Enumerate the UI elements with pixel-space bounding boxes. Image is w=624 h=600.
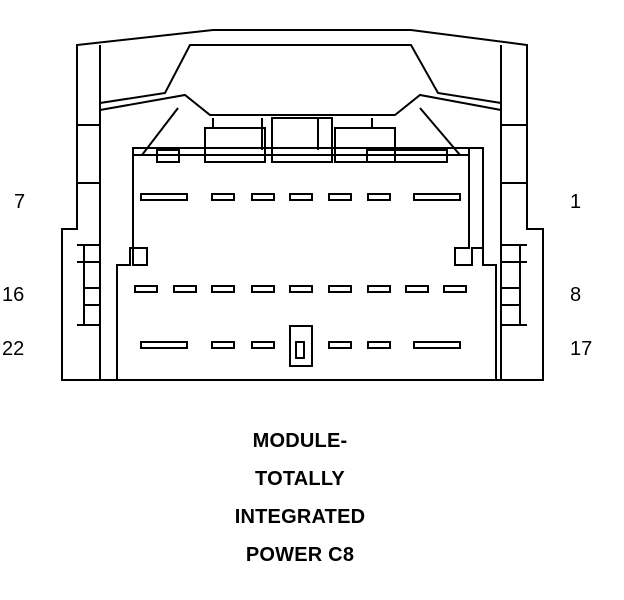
- center-polarization-key: [289, 325, 313, 367]
- pin-cavity-row3-1: [140, 341, 188, 349]
- top-terminal-2: [204, 127, 266, 163]
- pin-cavity-row1-7: [413, 193, 461, 201]
- center-key-slot: [295, 341, 305, 359]
- top-terminal-5: [366, 149, 448, 163]
- pin-cavity-row1-3: [251, 193, 275, 201]
- pin-label-17: 17: [570, 338, 593, 360]
- pin-cavity-row1-1: [140, 193, 188, 201]
- pin-cavity-row2-7: [367, 285, 391, 293]
- pin-cavity-row1-6: [367, 193, 391, 201]
- pin-cavity-row3-5: [367, 341, 391, 349]
- pin-label-1: 1: [570, 191, 582, 213]
- connector-title-line-3: INTEGRATED: [234, 506, 366, 528]
- connector-title-line-4: POWER C8: [245, 544, 355, 566]
- connector-title-line-2: TOTALLY: [255, 468, 345, 490]
- pin-cavity-row3-2: [211, 341, 235, 349]
- pin-cavity-row2-3: [211, 285, 235, 293]
- pin-cavity-row3-6: [413, 341, 461, 349]
- pin-cavity-row2-4: [251, 285, 275, 293]
- inner-cavity: [116, 147, 497, 380]
- pin-cavity-row2-5: [289, 285, 313, 293]
- pin-label-16: 16: [2, 284, 25, 306]
- pin-cavity-row3-4: [328, 341, 352, 349]
- pin-label-8: 8: [570, 284, 582, 306]
- pin-cavity-row2-8: [405, 285, 429, 293]
- pin-label-7: 7: [14, 191, 26, 213]
- top-terminal-detail: [212, 118, 373, 156]
- housing-outline: [61, 29, 544, 381]
- top-terminal-1: [156, 149, 180, 163]
- pin-cavity-group: [134, 193, 467, 349]
- pin-cavity-row1-4: [289, 193, 313, 201]
- pin-cavity-row1-5: [328, 193, 352, 201]
- pin-cavity-row2-9: [443, 285, 467, 293]
- pin-cavity-row3-3: [251, 341, 275, 349]
- latch-inner: [99, 93, 502, 116]
- pin-cavity-row2-2: [173, 285, 197, 293]
- right-lock-tab: [501, 244, 527, 326]
- pin-label-22: 22: [2, 338, 25, 360]
- top-terminal-4: [334, 127, 396, 163]
- left-lock-tab: [77, 244, 100, 326]
- pin-cavity-row2-6: [328, 285, 352, 293]
- pin-cavity-row1-2: [211, 193, 235, 201]
- pin-cavity-row2-1: [134, 285, 158, 293]
- connector-title-line-1: MODULE-: [252, 430, 348, 452]
- latch-hood: [99, 44, 502, 104]
